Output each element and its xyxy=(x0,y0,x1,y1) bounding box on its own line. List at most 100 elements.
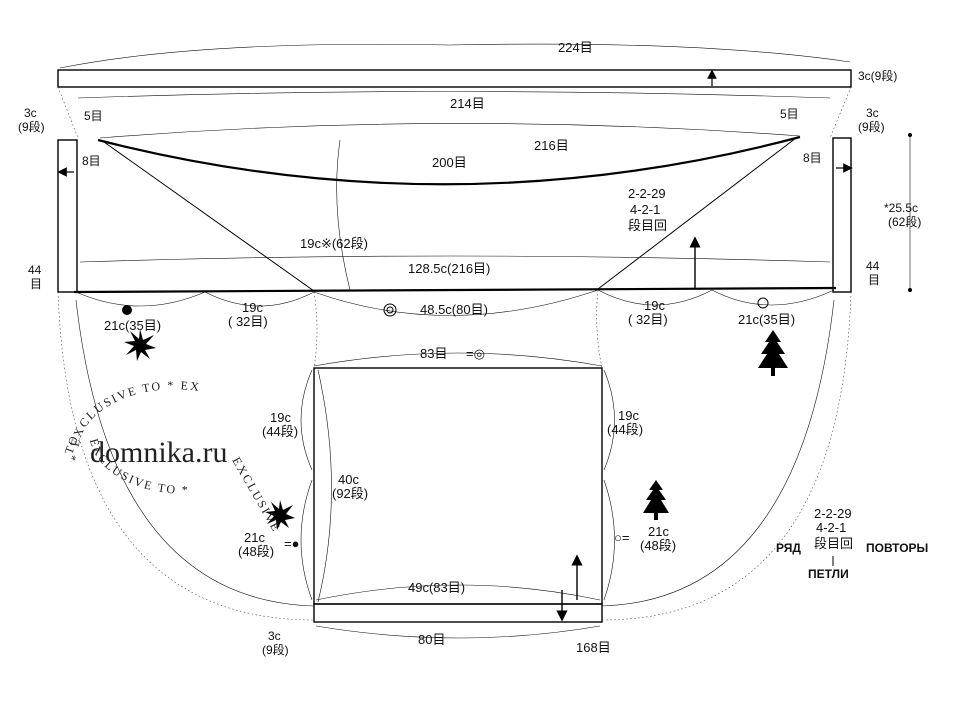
legend-right-word: ПОВТОРЫ xyxy=(866,541,928,555)
top-band-left-dec: 5目 xyxy=(84,109,103,123)
seg-arcs-right xyxy=(597,289,835,306)
top-band: 224目 3c(9段) 214目 5目 5目 xyxy=(57,40,897,139)
inner-dotted-left xyxy=(313,291,318,369)
square-low-left-b: (48段) xyxy=(238,544,274,559)
dimension-arc-224 xyxy=(59,43,851,69)
square-low-right-arc xyxy=(603,479,615,601)
bottom-edge-segments: 21c(35目) 19c ( 32目) 48.5c(80目) 19c ( 32目… xyxy=(75,289,835,376)
starburst-icon xyxy=(124,329,156,361)
square-left-arc xyxy=(300,369,313,471)
shaping-b: 4-2-1 xyxy=(630,202,660,217)
watermark-ring-left: TO xyxy=(62,433,82,456)
square-bottom-left-b: (9段) xyxy=(262,642,289,657)
square-center-arc xyxy=(317,369,332,603)
left-corner: 8目 xyxy=(82,154,101,168)
top-band-right-rows: 3c(9段) xyxy=(858,68,897,83)
watermark-site: domnika.ru xyxy=(90,436,227,469)
seg-arc-center xyxy=(313,289,599,316)
top-band-right-dec: 5目 xyxy=(780,107,799,121)
left-top-rows: (9段) xyxy=(18,119,45,134)
watermark-ring-right: EXCLUSIVE xyxy=(229,455,283,535)
tree-icon xyxy=(643,480,669,520)
outer-dotted-right xyxy=(601,291,852,621)
diagonal-left xyxy=(103,141,315,292)
seg-center: 48.5c(80目) xyxy=(420,302,488,317)
shaping-c: 段目回 xyxy=(628,218,667,233)
seg-mid-right-a: 19c xyxy=(644,298,665,313)
open-circle-icon xyxy=(757,297,769,309)
legend-line1: 2-2-29 xyxy=(814,506,852,521)
seg-mid-left-a: 19c xyxy=(242,300,263,315)
right-top-rows: (9段) xyxy=(858,119,885,134)
square-center-a: 40c xyxy=(338,472,359,487)
seg-right: 21c(35目) xyxy=(738,312,795,327)
legend-line3: 段目回 xyxy=(814,536,853,551)
right-side-strip xyxy=(832,137,852,293)
seg-left: 21c(35目) xyxy=(104,318,161,333)
square-bottom-width: 49c(83目) xyxy=(408,580,465,595)
panel-top-curve xyxy=(97,135,801,186)
starburst-icon xyxy=(265,500,295,530)
left-top-c: 3c xyxy=(24,106,37,120)
square-left-a: 19c xyxy=(270,410,291,425)
band-arc xyxy=(315,625,601,639)
dimension-arc-diagonal xyxy=(336,139,351,291)
center-square: 83目 =◎ 19c (44段) 19c (44段) 40c (92段) 21c… xyxy=(238,346,676,657)
square-low-right-b: (48段) xyxy=(640,538,676,553)
square-right-arc xyxy=(603,369,615,471)
outer-dotted-left xyxy=(57,291,315,621)
top-band-rect xyxy=(57,69,852,88)
double-circle-icon xyxy=(383,303,397,317)
curve-stitches: 200目 xyxy=(432,155,467,170)
band-stitches: 80目 xyxy=(418,632,445,647)
left-side-a: 44 xyxy=(28,263,42,277)
right-side-a: 44 xyxy=(866,259,880,273)
square-low-right-a: 21c xyxy=(648,524,669,539)
seg-mid-right-b: ( 32目) xyxy=(628,312,668,327)
outer-stitches: 168目 xyxy=(576,640,611,655)
legend: 2-2-29 4-2-1 段目回 РЯД ПОВТОРЫ ПЕТЛИ xyxy=(776,506,928,581)
square-low-left-arc xyxy=(300,479,313,601)
body-panel: 3c (9段) 3c (9段) 8目 8目 200目 216目 *25.5c (… xyxy=(18,106,921,294)
watermark: * EXCLUSIVE TO * EX domnika.ru TO EXCLUS… xyxy=(62,378,284,535)
fold-line-left xyxy=(57,86,79,139)
height-dot-top xyxy=(908,133,912,137)
tree-icon xyxy=(758,330,788,376)
left-side-b: 目 xyxy=(30,277,42,291)
outer-circle-guides xyxy=(57,289,852,621)
dimension-arc-216 xyxy=(99,123,801,139)
diagonal-right xyxy=(597,137,797,290)
height-rows: (62段) xyxy=(888,214,921,229)
legend-left-word: РЯД xyxy=(776,541,801,555)
square-low-left-eq: =● xyxy=(284,536,299,551)
square-left-b: (44段) xyxy=(262,424,298,439)
outer-arc-left xyxy=(75,299,315,607)
square-center-b: (92段) xyxy=(332,486,368,501)
right-top-c: 3c xyxy=(866,106,879,120)
dimension-arc-214 xyxy=(77,91,831,99)
outer-arc-right xyxy=(601,299,835,607)
left-side-strip xyxy=(57,139,78,293)
square-right-b: (44段) xyxy=(607,422,643,437)
legend-line2: 4-2-1 xyxy=(816,520,846,535)
panel-bottom-edge xyxy=(73,286,837,294)
top-stitches: 216目 xyxy=(534,138,569,153)
square-top: 83目 xyxy=(420,346,447,361)
seg-arcs-left xyxy=(75,291,315,307)
right-side-b: 目 xyxy=(868,273,880,287)
bottom-width: 128.5c(216目) xyxy=(408,261,490,276)
top-band-inner: 214目 xyxy=(450,96,485,111)
square-bottom-left-a: 3c xyxy=(268,629,281,643)
legend-bottom-word: ПЕТЛИ xyxy=(808,567,849,581)
filled-circle-icon xyxy=(122,305,132,315)
height-c: *25.5c xyxy=(884,201,918,215)
square-top-arc xyxy=(313,352,603,367)
shaping-a: 2-2-29 xyxy=(628,186,666,201)
square-bottom-band xyxy=(313,603,603,623)
right-corner: 8目 xyxy=(803,151,822,165)
fold-line-right xyxy=(829,86,852,139)
square-top-eq: =◎ xyxy=(466,346,485,361)
inner-dotted-right xyxy=(596,289,603,369)
